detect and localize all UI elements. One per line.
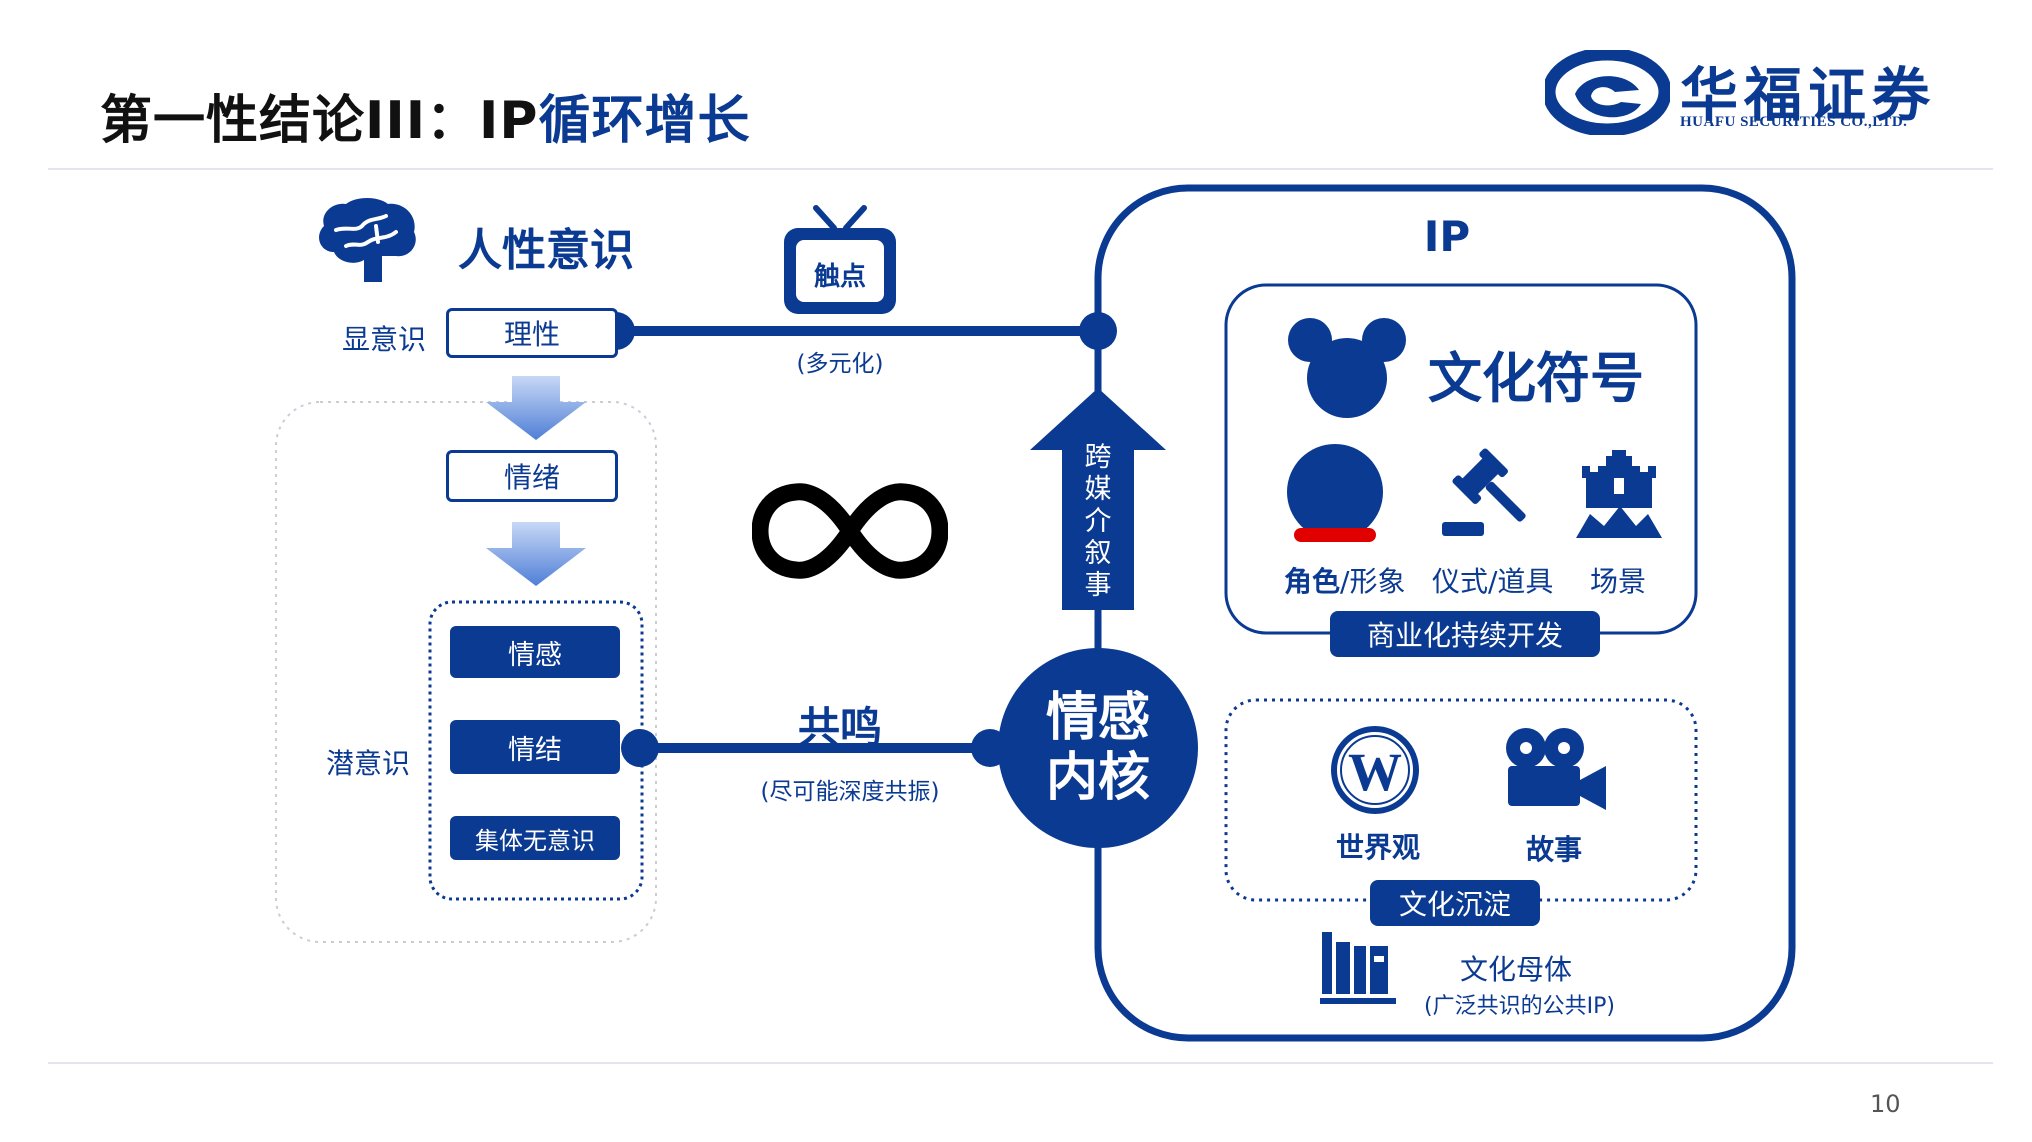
core-line-2: 内核 [1045,748,1150,808]
title-prefix: 第一性结论III：IP [100,91,539,151]
emotion-box: 情绪 [446,450,618,502]
mouse-ears-icon [1288,318,1406,418]
rational-box: 理性 [446,308,618,358]
core-line-1: 情感 [1045,688,1150,748]
worldview-label: 世界观 [1336,831,1421,864]
subconscious-label: 潜意识 [326,747,411,780]
touchpoint-label: 触点 [813,262,866,292]
story-label: 故事 [1526,833,1583,866]
title-highlight: 循环增长 [538,91,751,151]
w-badge-icon: W [1331,726,1419,814]
logo-chinese: 华福证券 [1680,61,1937,129]
complex-node [621,729,659,767]
feelings-box: 情感 [450,626,620,678]
role-label-rest: /形象 [1340,565,1406,598]
books-icon [1320,932,1396,1004]
infinity-icon [752,483,948,579]
emotional-core-circle [998,648,1198,848]
collective-unconscious-box: 集体无意识 [450,816,620,860]
commercial-development-badge: 商业化持续开发 [1330,611,1600,657]
ip-container [1094,184,1796,1042]
footer-divider [48,1062,1993,1064]
cultural-sediment-badge: 文化沉淀 [1370,880,1540,926]
gavel-icon [1442,448,1526,536]
emotional-core-label: 情感 内核 [1018,688,1178,808]
ritual-label: 仪式/道具 [1432,565,1554,598]
logo-icon [1545,50,1670,135]
ball-icon [1287,444,1383,542]
resonance-sub-label: (尽可能深度共振) [760,779,940,805]
brain-icon [319,198,416,282]
cross-media-arrow [1030,388,1166,610]
subconscious-outer-container [275,401,657,943]
role-label: 角色/形象 [1284,560,1405,600]
svg-text:W: W [1348,742,1402,802]
ip-title: IP [1423,212,1471,261]
resonance-label: 共鸣 [797,703,882,752]
cultural-symbol-title: 文化符号 [1428,347,1644,410]
down-arrow-1 [486,376,586,440]
page-title: 第一性结论III：IP循环增长 [100,78,751,153]
cultural-matrix-label: 文化母体 [1460,953,1573,986]
camera-icon [1506,728,1606,810]
logo-english: HUAFU SECURITIES CO.,LTD. [1680,114,1908,130]
explicit-consciousness-label: 显意识 [342,323,427,356]
diversified-label: (多元化) [796,351,884,377]
cultural-sediment-box [1224,698,1698,902]
tv-icon [784,205,896,314]
header-divider [48,168,1993,170]
scene-label: 场景 [1590,565,1647,598]
subconscious-inner-container [428,600,644,901]
complex-box: 情结 [450,720,620,774]
down-arrow-2 [486,522,586,586]
cultural-matrix-sub-label: (广泛共识的公共IP) [1424,994,1615,1019]
page-number: 10 [1870,1090,1901,1118]
cross-media-label: 跨媒介叙事 [1084,442,1112,601]
castle-icon [1576,450,1662,538]
role-label-bold: 角色 [1284,565,1341,598]
human-consciousness-heading: 人性意识 [458,225,634,276]
